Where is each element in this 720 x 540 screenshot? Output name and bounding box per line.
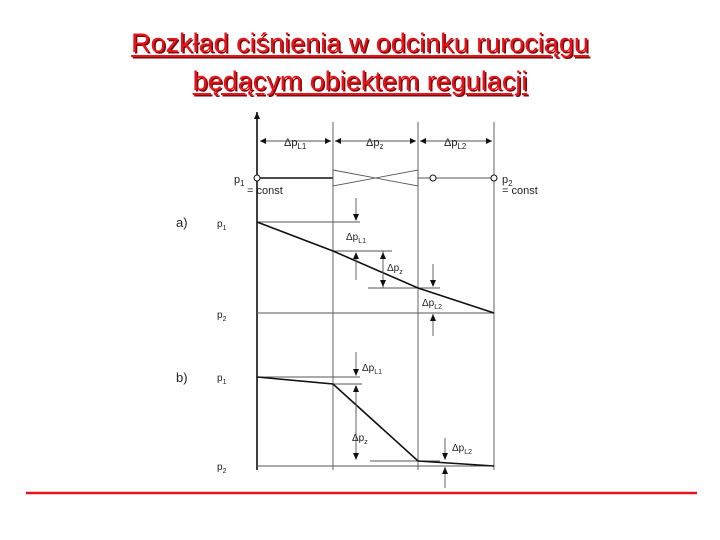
- title-line-1: Rozkład ciśnienia w odcinku rurociągu: [131, 28, 589, 58]
- case-b-dp-z: Δpz: [352, 433, 368, 446]
- label-p2-const: p2: [502, 174, 513, 188]
- pipe-schematic: [253, 169, 498, 187]
- case-a-dp-l2: ΔpL2: [422, 298, 442, 311]
- pipe-start-node: [253, 174, 261, 182]
- label-dp-l2-top: ΔpL2: [444, 137, 467, 151]
- case-a-p1-label: p1: [217, 219, 227, 232]
- valve-outlet-node: [429, 174, 437, 182]
- label-const-left: = const: [247, 185, 283, 197]
- case-b-arrows: [353, 352, 448, 488]
- case-b-dp-l1: ΔpL1: [362, 363, 382, 376]
- label-dp-l1-top: ΔpL1: [284, 137, 307, 151]
- case-a-dp-z: Δpz: [387, 263, 403, 276]
- case-a-p2-label: p2: [217, 310, 227, 323]
- case-a-label: a): [176, 215, 188, 230]
- case-b-pressure-line: [256, 376, 495, 467]
- slide-title: Rozkład ciśnienia w odcinku rurociągu bę…: [0, 24, 720, 100]
- title-line-2: będącym obiektem regulacji: [192, 66, 528, 96]
- pipe-end-node: [490, 174, 498, 182]
- case-a-pressure-line: [256, 221, 495, 314]
- label-dp-z-top: Δpz: [366, 137, 383, 151]
- top-dimension-arrows: [260, 138, 492, 144]
- case-a-arrows: [353, 198, 436, 336]
- label-const-right: = const: [502, 185, 538, 197]
- case-a-dp-l1: ΔpL1: [346, 232, 366, 245]
- case-b-p2-label: p2: [217, 462, 227, 475]
- label-p1-const: p1: [234, 174, 245, 188]
- case-b-label: b): [176, 370, 188, 385]
- case-b-dp-l2: ΔpL2: [452, 443, 472, 456]
- case-b-p1-label: p1: [217, 373, 227, 386]
